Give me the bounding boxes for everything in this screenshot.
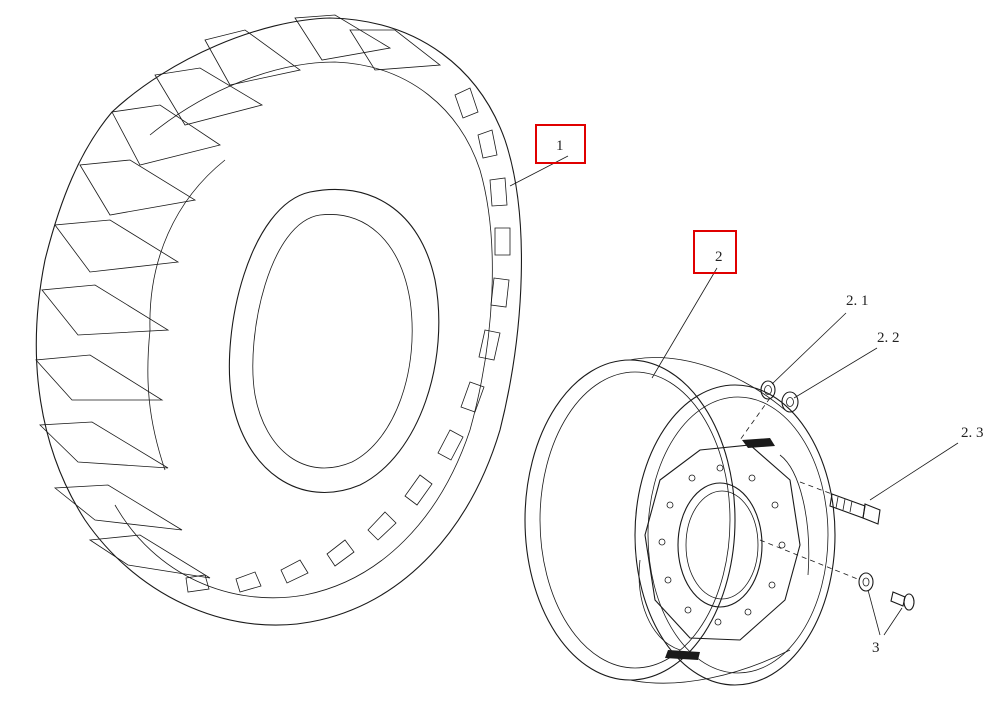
rim-clamp-bottom — [665, 650, 700, 660]
leader-valve-a — [867, 589, 881, 636]
leader-valve-b — [883, 607, 903, 636]
rim-centre-disc — [644, 444, 801, 641]
tire-tread-edge — [114, 61, 493, 599]
callout-rim: 2 — [715, 249, 723, 265]
leader-lines — [509, 155, 959, 636]
callout-washer: 2. 2 — [877, 330, 900, 346]
tire-tread-lugs — [35, 14, 442, 579]
rim-barrel-top — [629, 357, 786, 411]
highlight-box-tire — [535, 124, 586, 164]
valve-screw — [890, 591, 915, 611]
leader-rim — [651, 267, 718, 379]
rim-spoke-line — [779, 454, 810, 576]
rim-clamp-top — [742, 438, 775, 448]
rim-back-flange-inner — [647, 396, 829, 674]
leader-bolt — [869, 442, 959, 501]
tire-bore-outer — [228, 188, 440, 494]
tire-outline — [35, 17, 522, 626]
rim-front-flange-inner — [539, 371, 731, 669]
leader-washer — [793, 347, 878, 399]
nut — [760, 380, 776, 400]
rim-hub-bore — [677, 482, 763, 608]
callout-bolt: 2. 3 — [961, 425, 984, 441]
assembly-axis-upper — [739, 397, 771, 441]
callout-tire: 1 — [556, 138, 564, 154]
tire-edge-blocks — [185, 87, 511, 593]
rim-spoke-line-2 — [638, 559, 681, 651]
leader-tire — [509, 155, 569, 187]
callout-nut: 2. 1 — [846, 293, 869, 309]
rim-bolt-holes — [658, 464, 786, 626]
callout-valve: 3 — [872, 640, 880, 656]
valve-washer — [858, 572, 874, 592]
rim-hub-bore-inner — [685, 490, 759, 600]
rim-barrel-bottom — [629, 649, 791, 684]
bolt — [829, 493, 881, 525]
assembly-axis-lower — [759, 539, 861, 581]
tire — [35, 14, 522, 626]
leader-nut — [771, 312, 847, 385]
rim-back-flange — [634, 384, 836, 686]
assembly-axis-bolt — [799, 481, 833, 495]
tire-bore-inner — [252, 214, 413, 469]
washer — [781, 391, 799, 413]
rim — [524, 357, 836, 686]
highlight-box-rim — [693, 230, 737, 274]
